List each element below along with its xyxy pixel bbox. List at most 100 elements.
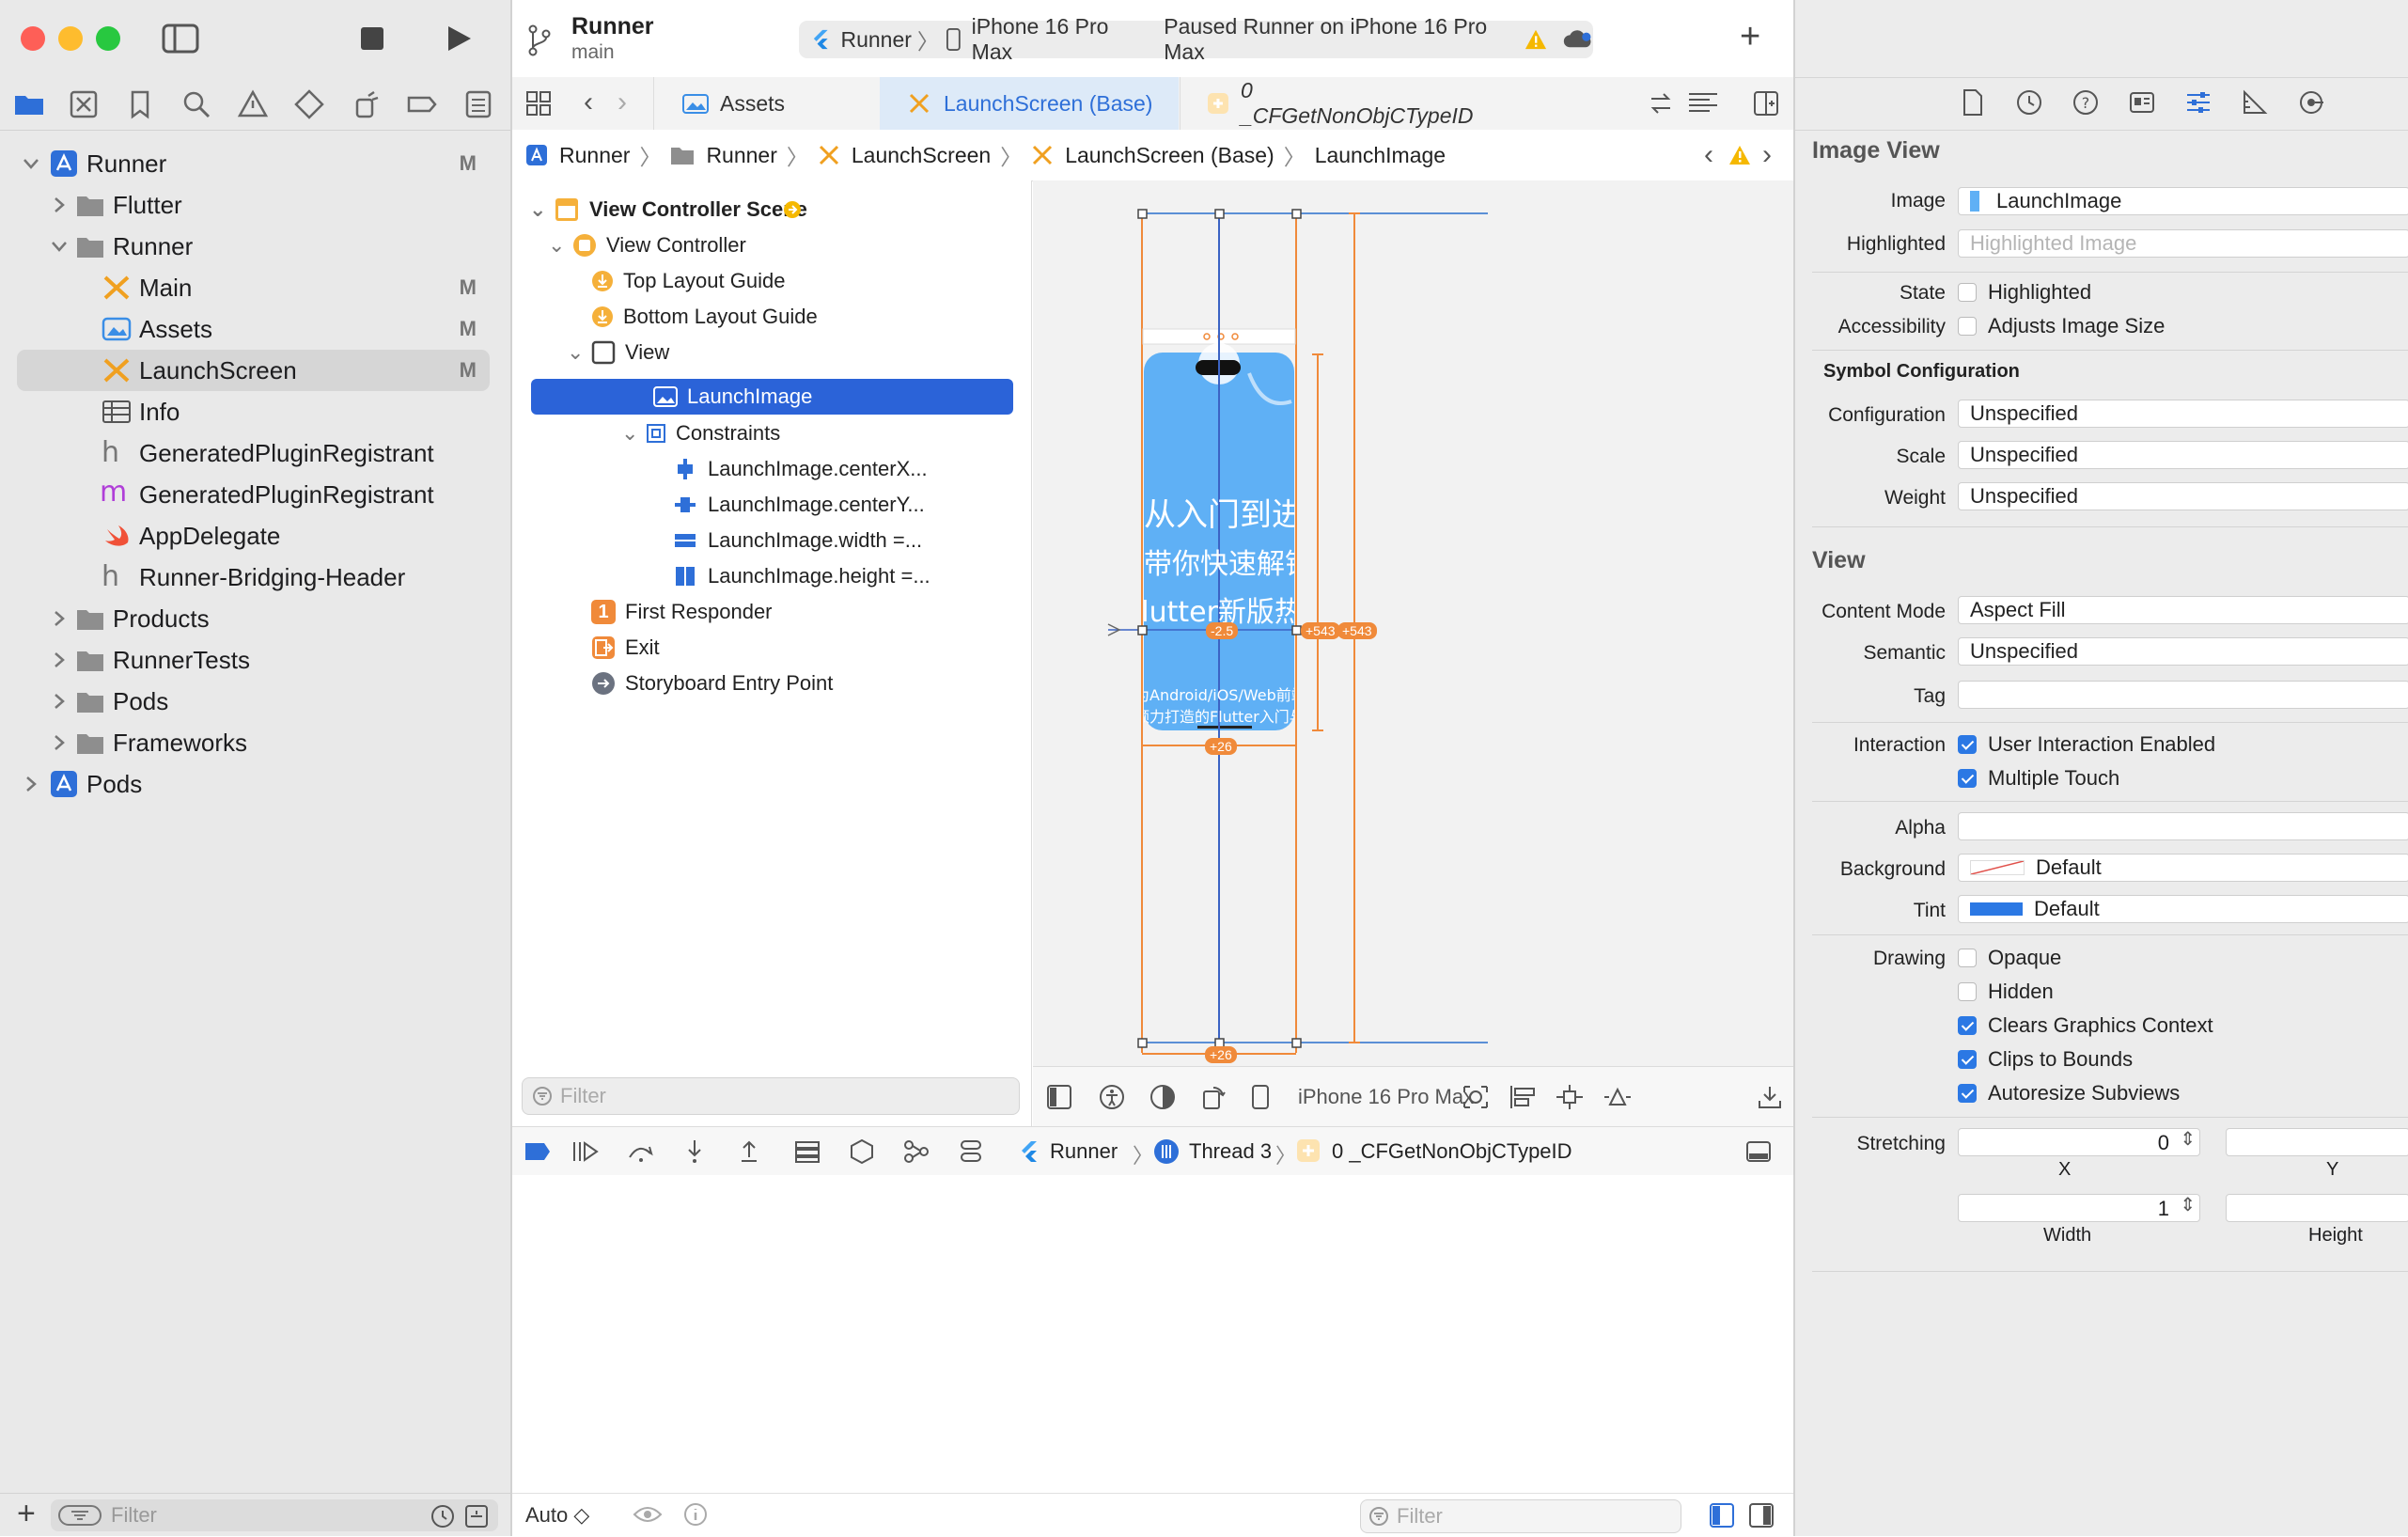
tab-launchscreen-base[interactable]: LaunchScreen (Base): [880, 77, 1179, 130]
tree-item-assets[interactable]: Assets M: [0, 308, 510, 350]
jump-bar-item[interactable]: Runner: [706, 142, 777, 167]
center-y-offset-badge[interactable]: -2.5: [1206, 622, 1239, 639]
cloud-status-icon[interactable]: [1562, 27, 1593, 52]
stretch-y-field[interactable]: [2226, 1128, 2408, 1156]
checkbox[interactable]: [1958, 1084, 1977, 1103]
source-control-icon[interactable]: [68, 88, 100, 120]
navigator-filter-field[interactable]: Filter: [51, 1499, 498, 1531]
align-icon[interactable]: [1509, 1084, 1537, 1110]
folder-icon[interactable]: [13, 88, 45, 120]
appearance-icon[interactable]: [1149, 1084, 1176, 1110]
checkbox[interactable]: [1958, 1050, 1977, 1069]
scheme-status-pill[interactable]: Runner 〉 iPhone 16 Pro Max Paused Runner…: [799, 14, 1593, 64]
checkbox[interactable]: [1958, 982, 1977, 1001]
report-icon[interactable]: [462, 88, 494, 120]
tab-assets[interactable]: Assets: [653, 77, 880, 130]
outline-launchimage[interactable]: LaunchImage: [653, 379, 812, 415]
height-offset-badge[interactable]: +543: [1337, 622, 1377, 639]
image-field[interactable]: LaunchImage: [1958, 187, 2408, 215]
zoom-window-button[interactable]: [96, 26, 120, 51]
jump-bar-item[interactable]: LaunchImage: [1314, 142, 1446, 167]
clears-graphics-context-checkbox[interactable]: Clears Graphics Context: [1958, 1013, 2213, 1038]
stretch-x-field[interactable]: 0 ⇕: [1958, 1128, 2200, 1156]
outline-exit[interactable]: Exit: [591, 630, 660, 666]
checkbox[interactable]: [1958, 769, 1977, 788]
scheme-selector[interactable]: Runner: [840, 26, 912, 52]
embed-in-icon[interactable]: [1757, 1084, 1783, 1110]
branch-icon[interactable]: [527, 24, 552, 56]
device-config-label[interactable]: iPhone 16 Pro Max: [1298, 1085, 1475, 1108]
tree-item-header-file[interactable]: h GeneratedPluginRegistrant: [0, 432, 510, 474]
debug-spray-icon[interactable]: [350, 88, 382, 120]
split-editor-icon[interactable]: [1753, 90, 1779, 117]
hidden-checkbox[interactable]: Hidden: [1958, 980, 2054, 1004]
history-inspector-icon[interactable]: [2015, 88, 2043, 117]
tree-item-appdelegate[interactable]: AppDelegate: [0, 515, 510, 557]
eye-icon[interactable]: [633, 1503, 663, 1526]
tree-item-pods-project[interactable]: Pods: [0, 763, 510, 805]
stretch-width-field[interactable]: 1 ⇕: [1958, 1194, 2200, 1222]
stepper-icon[interactable]: ⇕: [2180, 1129, 2196, 1150]
autoresize-subviews-checkbox[interactable]: Autoresize Subviews: [1958, 1081, 2180, 1106]
chevron-right-icon[interactable]: [49, 691, 70, 712]
background-color-popup[interactable]: Default: [1958, 854, 2408, 882]
tree-item-pods-group[interactable]: Pods: [0, 681, 510, 722]
minimize-window-button[interactable]: [58, 26, 83, 51]
back-chevron-icon[interactable]: ‹: [584, 86, 593, 118]
scm-filter-icon[interactable]: [464, 1504, 489, 1529]
chevron-right-icon[interactable]: [49, 195, 70, 215]
outline-constraint-height[interactable]: LaunchImage.height =...: [674, 558, 930, 594]
warning-icon[interactable]: [1525, 28, 1547, 51]
run-icon[interactable]: [444, 24, 474, 54]
weight-popup[interactable]: Unspecified: [1958, 482, 2408, 510]
resolve-issues-icon[interactable]: [1603, 1084, 1633, 1110]
tree-item-products[interactable]: Products: [0, 598, 510, 639]
outline-view-controller-scene[interactable]: ⌄ View Controller Scene: [529, 192, 807, 227]
outline-view-controller[interactable]: ⌄ View Controller: [548, 227, 746, 263]
outline-first-responder[interactable]: 1 First Responder: [591, 594, 773, 630]
swap-arrows-icon[interactable]: [1648, 90, 1674, 117]
stop-icon[interactable]: [359, 25, 385, 52]
warning-icon[interactable]: [1728, 145, 1751, 165]
identity-inspector-icon[interactable]: [2128, 88, 2156, 117]
help-inspector-icon[interactable]: ?: [2072, 88, 2100, 117]
checkbox[interactable]: [1958, 283, 1977, 302]
close-window-button[interactable]: [21, 26, 45, 51]
device-selector[interactable]: iPhone 16 Pro Max: [971, 14, 1109, 64]
step-out-icon[interactable]: [738, 1138, 760, 1165]
tag-field[interactable]: [1958, 681, 2408, 709]
tab-cfgetnonobjctypeid[interactable]: 0 _CFGetNonObjCTypeID: [1180, 77, 1491, 130]
test-diamond-icon[interactable]: [293, 88, 325, 120]
outline-constraint-width[interactable]: LaunchImage.width =...: [674, 523, 922, 558]
environment-overrides-icon[interactable]: [903, 1138, 930, 1165]
checkbox[interactable]: [1958, 735, 1977, 754]
tree-item-bridging-header[interactable]: h Runner-Bridging-Header: [0, 557, 510, 598]
chevron-right-icon[interactable]: [21, 774, 41, 794]
continue-icon[interactable]: [571, 1140, 599, 1163]
alpha-field[interactable]: [1958, 812, 2408, 840]
device-icon[interactable]: [1251, 1084, 1270, 1110]
outline-filter-field[interactable]: Filter: [522, 1077, 1020, 1115]
recent-clock-icon[interactable]: [430, 1504, 455, 1529]
hide-debug-area-icon[interactable]: [1745, 1140, 1772, 1163]
add-constraints-icon[interactable]: [1556, 1084, 1584, 1110]
outline-toggle-icon[interactable]: [1046, 1084, 1072, 1110]
variables-view-toggle-icon[interactable]: [1710, 1503, 1734, 1528]
width-offset-badge[interactable]: +26: [1205, 738, 1237, 755]
debug-crumb-thread[interactable]: Thread 3: [1189, 1139, 1273, 1163]
chevron-down-icon[interactable]: [49, 236, 70, 257]
tree-item-flutter[interactable]: Flutter: [0, 184, 510, 226]
breakpoints-toggle-icon[interactable]: [524, 1140, 552, 1163]
add-icon[interactable]: +: [17, 1496, 36, 1531]
view-debugger-icon[interactable]: [794, 1140, 821, 1163]
outline-view[interactable]: ⌄ View: [567, 335, 669, 370]
bookmark-icon[interactable]: [124, 88, 156, 120]
checkbox[interactable]: [1958, 1016, 1977, 1035]
content-mode-popup[interactable]: Aspect Fill: [1958, 596, 2408, 624]
console-view-toggle-icon[interactable]: [1749, 1503, 1774, 1528]
tree-item-launchscreen[interactable]: LaunchScreen M: [0, 350, 510, 391]
tree-item-runner-group[interactable]: Runner: [0, 226, 510, 267]
stepper-icon[interactable]: ⇕: [2180, 1195, 2196, 1215]
tree-item-info[interactable]: Info: [0, 391, 510, 432]
interface-builder-canvas[interactable]: 从入门到进阶 带你快速解锁 Flutter新版热门技术 为Android/iOS…: [1033, 180, 1793, 1066]
